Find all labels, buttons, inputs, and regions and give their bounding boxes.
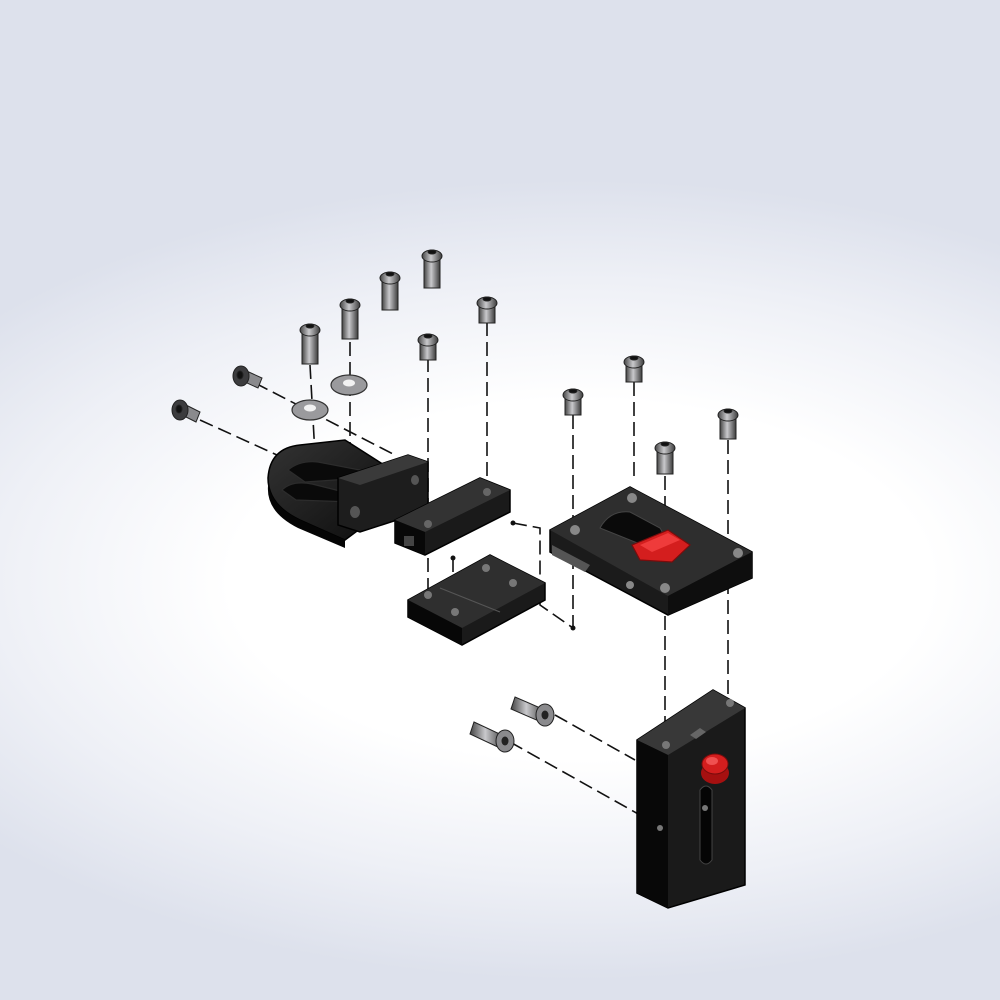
button-head-screw (421, 249, 443, 289)
side-screw (232, 365, 263, 389)
button-head-screw (339, 298, 361, 340)
red-lever (631, 529, 691, 563)
spacer-block (394, 477, 511, 556)
button-head-screw (299, 323, 321, 365)
explode-line (254, 382, 396, 456)
button-head-screw (417, 333, 439, 361)
base-plate (407, 554, 546, 646)
button-head-screw (379, 271, 401, 311)
explode-line (509, 741, 641, 816)
side-screws (171, 365, 555, 753)
button-head-screw (476, 296, 498, 324)
side-screw (510, 696, 555, 727)
button-head-screw (562, 388, 584, 416)
button-head-screw (654, 441, 676, 475)
quick-release-clamp (549, 486, 753, 616)
explode-line (512, 522, 574, 629)
side-screw (469, 721, 515, 753)
slide-plate (636, 689, 746, 909)
button-head-screw (623, 355, 645, 383)
red-knob (701, 753, 729, 784)
explode-line (554, 714, 636, 761)
vertical-screws (299, 249, 739, 475)
washer (330, 374, 368, 396)
explode-line-endpoints (450, 520, 576, 631)
bracket-clamp (267, 439, 429, 548)
button-head-screw (717, 408, 739, 440)
washer (291, 399, 329, 421)
side-screw (171, 399, 201, 423)
